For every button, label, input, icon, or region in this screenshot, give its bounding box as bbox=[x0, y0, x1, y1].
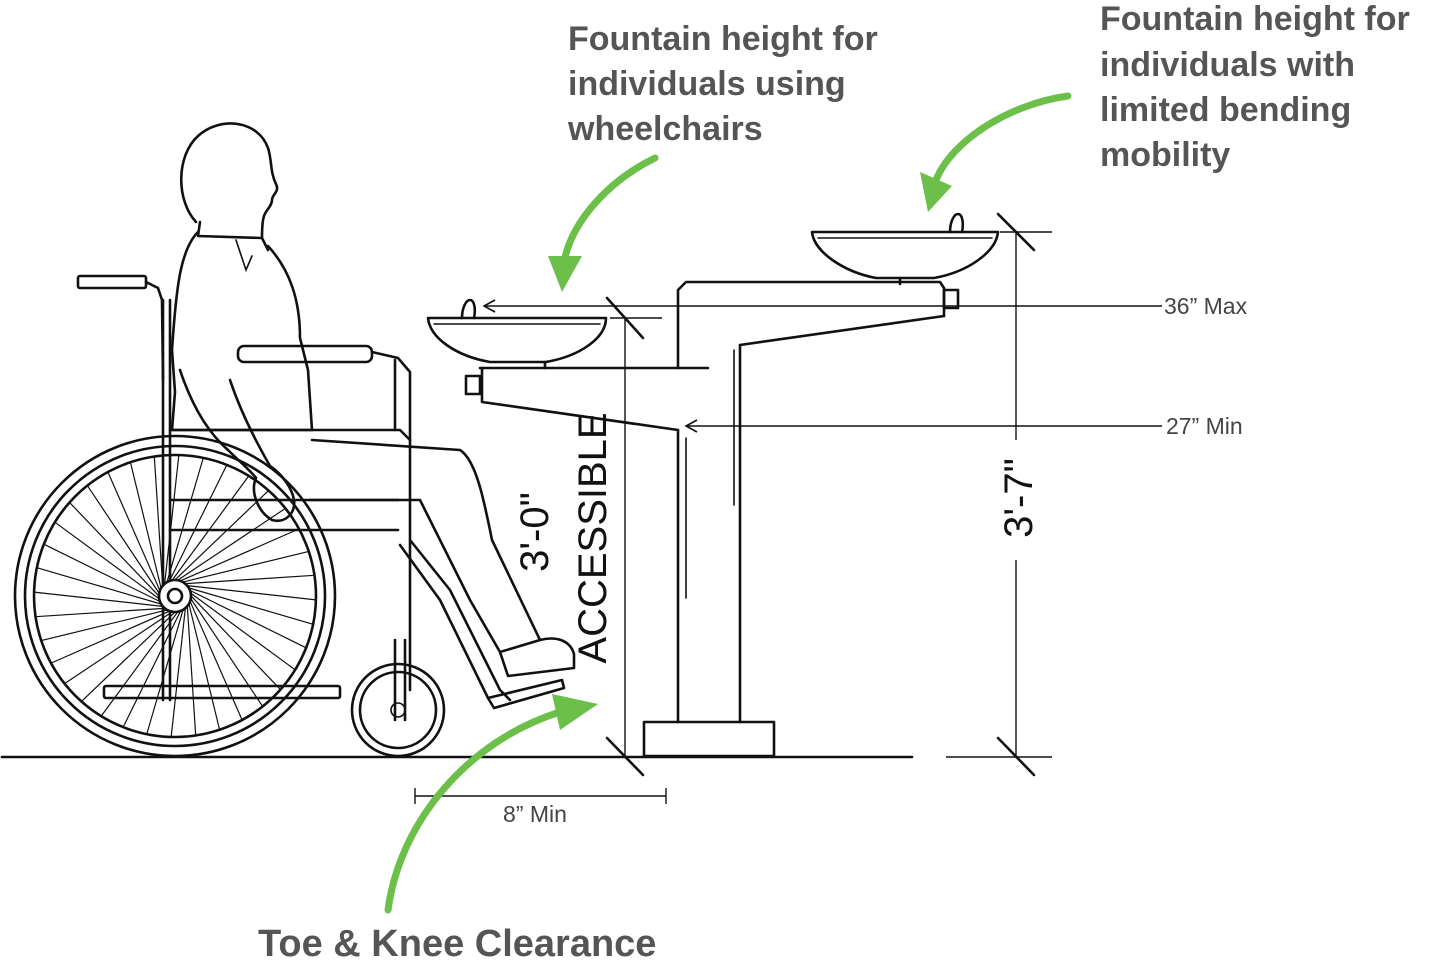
green-arrow-bending bbox=[920, 92, 1072, 212]
svg-text:mobility: mobility bbox=[1100, 136, 1230, 174]
person-hand bbox=[252, 464, 296, 523]
wheel-spoke bbox=[122, 607, 183, 728]
wheel-spoke bbox=[69, 502, 162, 599]
wheel-spoke bbox=[170, 604, 187, 738]
svg-text:individuals with: individuals with bbox=[1100, 46, 1355, 84]
svg-text:individuals using: individuals using bbox=[568, 65, 846, 103]
svg-text:limited bending: limited bending bbox=[1100, 91, 1351, 129]
svg-text:Fountain height for: Fountain height for bbox=[568, 20, 878, 58]
wheel-spoke bbox=[188, 595, 264, 707]
high-fountain-bowl bbox=[810, 230, 1000, 280]
caster-wheel bbox=[350, 662, 446, 758]
person-torso bbox=[170, 230, 314, 432]
wheel-spoke bbox=[100, 608, 181, 717]
wheel-spoke bbox=[163, 454, 180, 588]
green-arrow-wheelchair bbox=[548, 154, 659, 292]
wheel-spoke bbox=[165, 457, 204, 586]
person-head bbox=[180, 122, 279, 240]
drinking-fountain-unit bbox=[426, 212, 1000, 758]
green-arrow-toe-knee bbox=[384, 694, 598, 914]
wheel-spoke bbox=[167, 464, 228, 585]
dimension-lines bbox=[414, 212, 1162, 804]
rear-wheel bbox=[13, 434, 337, 758]
wheelchair-handle bbox=[76, 274, 148, 290]
fountain-base bbox=[642, 720, 776, 758]
wheel-spoke bbox=[33, 591, 167, 608]
svg-text:Fountain height for: Fountain height for bbox=[1100, 0, 1410, 38]
wheel-spoke bbox=[43, 543, 164, 604]
wheel-spoke bbox=[185, 586, 314, 625]
wheel-spoke bbox=[54, 521, 163, 602]
wheel-spoke bbox=[186, 588, 307, 649]
wheel-spoke bbox=[81, 609, 178, 702]
person-arm bbox=[178, 368, 258, 480]
accessible-word-label: ACCESSIBLE bbox=[571, 412, 615, 663]
accessible-height-label: 3'-0" bbox=[513, 492, 557, 572]
wheel-spoke bbox=[188, 598, 243, 721]
wheel-spoke bbox=[36, 567, 165, 606]
wheel-spoke bbox=[187, 600, 221, 730]
person-leg bbox=[310, 438, 542, 642]
wheel-spoke bbox=[172, 490, 269, 583]
callout-toe-knee-clearance: Toe & Knee Clearance bbox=[258, 923, 656, 961]
wheel-spoke bbox=[41, 608, 171, 642]
svg-text:wheelchairs: wheelchairs bbox=[567, 110, 763, 148]
wheel-spoke bbox=[179, 550, 309, 584]
wheel-spoke bbox=[153, 456, 164, 590]
wheel-spokes bbox=[33, 454, 317, 738]
wheel-spoke bbox=[86, 485, 162, 597]
wheel-spoke bbox=[174, 507, 286, 583]
wheel-spoke bbox=[169, 475, 250, 584]
wheel-spoke bbox=[181, 574, 315, 585]
dim-27-min-label: 27” Min bbox=[1166, 413, 1243, 439]
dim-36-max-label: 36” Max bbox=[1164, 293, 1248, 319]
dim-8-min-label: 8” Min bbox=[503, 801, 567, 827]
wheel-spoke bbox=[50, 609, 173, 664]
wheel-spoke bbox=[129, 462, 163, 592]
wheel-spoke bbox=[186, 602, 197, 736]
wheel-spoke bbox=[187, 590, 296, 671]
wheel-spoke bbox=[35, 607, 169, 618]
standard-height-label: 3'-7" bbox=[997, 458, 1041, 538]
wheel-spoke bbox=[183, 584, 317, 601]
wheel-spoke bbox=[146, 606, 185, 735]
wheel-spoke bbox=[188, 593, 281, 690]
wheel-spoke bbox=[64, 609, 176, 685]
callout-limited-bending-height: Fountain height for individuals with lim… bbox=[1100, 0, 1410, 174]
wheelchair-user-figure bbox=[13, 122, 576, 758]
wheel-spoke bbox=[107, 471, 162, 594]
person-shoe bbox=[498, 637, 576, 678]
wheel-spoke bbox=[177, 528, 300, 583]
callout-wheelchair-height: Fountain height for individuals using wh… bbox=[567, 20, 878, 148]
